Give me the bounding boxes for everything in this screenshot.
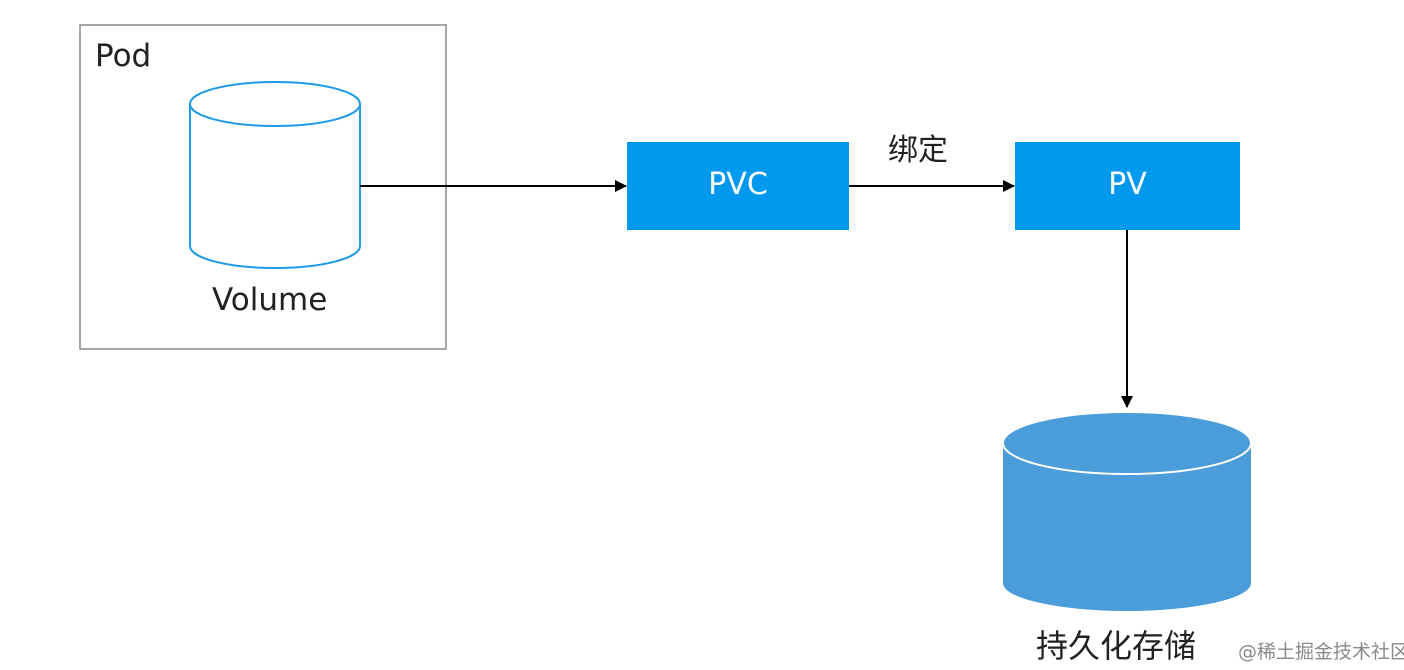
volume-cylinder-icon	[189, 81, 361, 269]
storage-cylinder-icon	[1002, 411, 1252, 611]
pv-label: PV	[1108, 167, 1147, 202]
binding-label: 绑定	[888, 133, 948, 168]
watermark: @稀土掘金技术社区	[1238, 641, 1404, 663]
pod-label: Pod	[95, 38, 152, 74]
volume-label: Volume	[212, 282, 328, 318]
pvc-box	[627, 142, 849, 230]
pvc-label: PVC	[708, 167, 768, 202]
persistent-storage-label: 持久化存储	[1036, 627, 1197, 665]
pv-box	[1015, 142, 1240, 230]
